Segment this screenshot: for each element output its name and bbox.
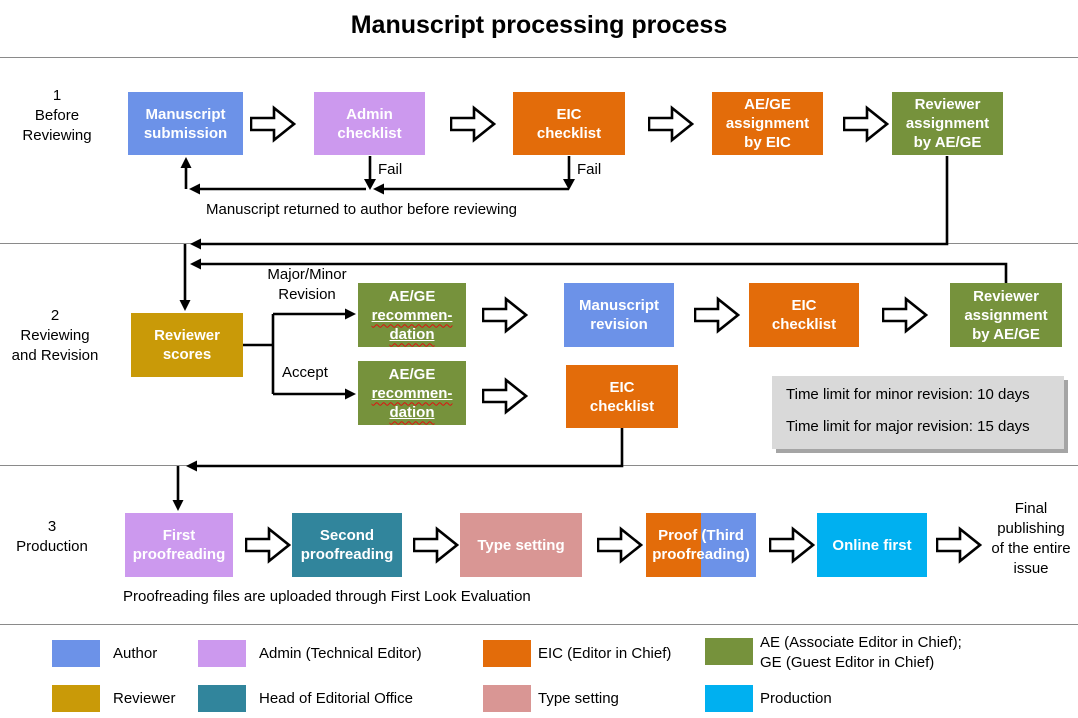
box-admin-checklist: Admin checklist [314, 92, 425, 155]
box-type-setting: Type setting [460, 513, 582, 577]
legend-label-aege: AE (Associate Editor in Chief); GE (Gues… [760, 634, 962, 671]
flow-arrow-icon [648, 105, 694, 143]
flow-arrow-icon [450, 105, 496, 143]
legend-swatch-production [705, 685, 753, 712]
flow-arrow-icon [694, 296, 740, 334]
legend-label-head: Head of Editorial Office [259, 690, 413, 707]
box-proof-third-proofreading: Proof (Third proofreading) [646, 513, 756, 577]
section-label-2: 2 Reviewing and Revision [11, 307, 99, 364]
box-second-proofreading: Second proofreading [292, 513, 402, 577]
flow-arrow-icon [413, 526, 459, 564]
box-online-first: Online first [817, 513, 927, 577]
flow-arrow-icon [482, 296, 528, 334]
fail-label-2: Fail [577, 161, 602, 178]
final-publishing-label: Final publishing of the entire issue [991, 500, 1071, 577]
flow-arrow-icon [482, 377, 528, 415]
section-divider [0, 57, 1078, 58]
legend-swatch-author [52, 640, 100, 667]
legend-swatch-eic [483, 640, 531, 667]
box-reviewer-assignment-1: Reviewer assignment by AE/GE [892, 92, 1003, 155]
legend-swatch-aege [705, 638, 753, 665]
legend-label-author: Author [113, 645, 158, 662]
legend-label-production: Production [760, 690, 832, 707]
returned-label: Manuscript returned to author before rev… [206, 201, 518, 218]
flow-arrow-icon [597, 526, 643, 564]
section-label-3: 3 Production [16, 518, 88, 555]
time-limit-minor: Time limit for minor revision: 10 days [786, 386, 1030, 403]
flow-arrow-icon [843, 105, 889, 143]
legend-swatch-head [198, 685, 246, 712]
legend-label-admin: Admin (Technical Editor) [259, 645, 422, 662]
proof-blue-half [701, 513, 756, 577]
page-title: Manuscript processing process [350, 11, 728, 39]
box-aege-assignment-by-eic: AE/GE assignment by EIC [712, 92, 823, 155]
box-reviewer-assignment-2: Reviewer assignment by AE/GE [950, 283, 1062, 347]
flow-arrow-icon [250, 105, 296, 143]
box-manuscript-submission: Manuscript submission [128, 92, 243, 155]
time-limit-note: Time limit for minor revision: 10 days T… [772, 376, 1064, 449]
time-limit-major: Time limit for major revision: 15 days [786, 418, 1030, 435]
box-first-proofreading: First proofreading [125, 513, 233, 577]
proof-orange-half [646, 513, 701, 577]
fail-label-1: Fail [378, 161, 403, 178]
major-minor-label: Major/Minor Revision [267, 266, 347, 303]
box-manuscript-revision: Manuscript revision [564, 283, 674, 347]
legend-swatch-reviewer [52, 685, 100, 712]
flow-arrow-icon [936, 526, 982, 564]
legend-label-eic: EIC (Editor in Chief) [538, 645, 672, 662]
legend-label-reviewer: Reviewer [113, 690, 176, 707]
section-label-1: 1 Before Reviewing [22, 87, 92, 144]
box-eic-checklist-3: EIC checklist [566, 365, 678, 428]
section-divider [0, 624, 1078, 625]
box-aege-recommendation-1: AE/GE recommen- dation [358, 283, 466, 347]
legend-label-typesetting: Type setting [538, 690, 619, 707]
box-aege-recommendation-2: AE/GE recommen- dation [358, 361, 466, 425]
legend-swatch-admin [198, 640, 246, 667]
flow-arrow-icon [245, 526, 291, 564]
box-eic-checklist-2: EIC checklist [749, 283, 859, 347]
box-eic-checklist-1: EIC checklist [513, 92, 625, 155]
box-reviewer-scores: Reviewer scores [131, 313, 243, 377]
flow-arrow-icon [769, 526, 815, 564]
accept-label: Accept [282, 364, 328, 381]
legend-swatch-typesetting [483, 685, 531, 712]
flow-arrow-icon [882, 296, 928, 334]
proofreading-note: Proofreading files are uploaded through … [123, 588, 531, 605]
